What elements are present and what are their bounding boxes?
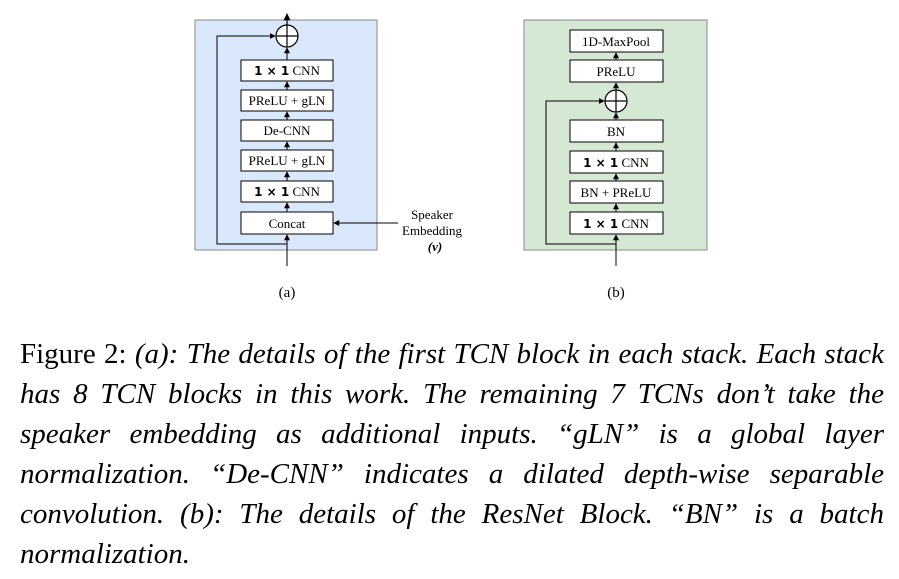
panel-a-block-5-label: CNN (289, 184, 320, 199)
panel-a-sum-node (275, 24, 299, 48)
svg-text:BN: BN (607, 124, 626, 139)
svg-text:BN + PReLU: BN + PReLU (581, 185, 653, 200)
figure-diagram: 1 × 1 CNN PReLU + gLN De-CNN PReLU + gLN… (194, 13, 708, 301)
panel-b-block-4-bold: 1 × 1 (583, 156, 618, 170)
figure-caption: Figure 2: (a): The details of the first … (20, 334, 884, 574)
panel-a-connectors (216, 33, 398, 266)
svg-text:Concat: Concat (269, 216, 306, 231)
svg-text:1D-MaxPool: 1D-MaxPool (582, 34, 650, 49)
panel-a: 1 × 1 CNN PReLU + gLN De-CNN PReLU + gLN… (194, 13, 462, 301)
panel-b-block-4-label: CNN (618, 155, 649, 170)
panel-b-block-3: BN (569, 119, 664, 143)
speaker-embedding-label-line1: Speaker (411, 207, 454, 222)
panel-b-block-6-label: CNN (618, 216, 649, 231)
panel-a-block-1-label: CNN (289, 63, 320, 78)
figure-caption-text: (a): The details of the first TCN block … (20, 338, 885, 570)
panel-b-block-3-label: BN (607, 124, 626, 139)
panel-a-block-4-label: PReLU + gLN (249, 153, 326, 168)
panel-b-block-5-label: BN + PReLU (581, 185, 653, 200)
svg-text:PReLU: PReLU (597, 64, 637, 79)
svg-text:De-CNN: De-CNN (264, 123, 312, 138)
panel-a-block-2: PReLU + gLN (240, 89, 334, 112)
panel-a-block-4: PReLU + gLN (240, 149, 334, 172)
svg-text:PReLU + gLN: PReLU + gLN (249, 153, 326, 168)
panel-b-label: (b) (607, 285, 625, 301)
panel-b-block-4: 1 × 1 CNN (569, 150, 664, 174)
svg-text:1 × 1 CNN: 1 × 1 CNN (254, 63, 320, 78)
panel-b-block-2: PReLU (569, 59, 664, 83)
panel-a-block-2-label: PReLU + gLN (249, 93, 326, 108)
panel-a-block-5-bold: 1 × 1 (254, 185, 289, 199)
panel-b-block-1: 1D-MaxPool (569, 29, 664, 53)
panel-a-block-6-label: Concat (269, 216, 306, 231)
svg-text:1 × 1 CNN: 1 × 1 CNN (254, 184, 320, 199)
panel-b-block-6-bold: 1 × 1 (583, 217, 618, 231)
panel-b-block-5: BN + PReLU (569, 180, 664, 204)
svg-text:PReLU + gLN: PReLU + gLN (249, 93, 326, 108)
panel-a-label: (a) (279, 285, 296, 301)
panel-a-block-1-bold: 1 × 1 (254, 64, 289, 78)
panel-b-block-2-label: PReLU (597, 64, 637, 79)
panel-b-block-6: 1 × 1 CNN (569, 211, 664, 235)
panel-a-block-3-label: De-CNN (264, 123, 312, 138)
panel-b-connectors (545, 52, 619, 266)
svg-text:1 × 1 CNN: 1 × 1 CNN (583, 155, 649, 170)
panel-a-block-3: De-CNN (240, 119, 334, 142)
panel-a-block-6: Concat (240, 211, 334, 235)
panel-a-block-1: 1 × 1 CNN (240, 59, 334, 82)
speaker-embedding-variable: (v) (428, 239, 442, 254)
figure-number: Figure 2: (20, 338, 127, 370)
panel-b: 1D-MaxPool PReLU BN 1 × 1 CNN BN + PReLU… (523, 19, 708, 301)
svg-text:1 × 1 CNN: 1 × 1 CNN (583, 216, 649, 231)
panel-b-block-1-label: 1D-MaxPool (582, 34, 650, 49)
panel-b-sum-node (604, 89, 628, 113)
panel-a-block-5: 1 × 1 CNN (240, 180, 334, 203)
speaker-embedding-label-line2: Embedding (402, 223, 462, 238)
